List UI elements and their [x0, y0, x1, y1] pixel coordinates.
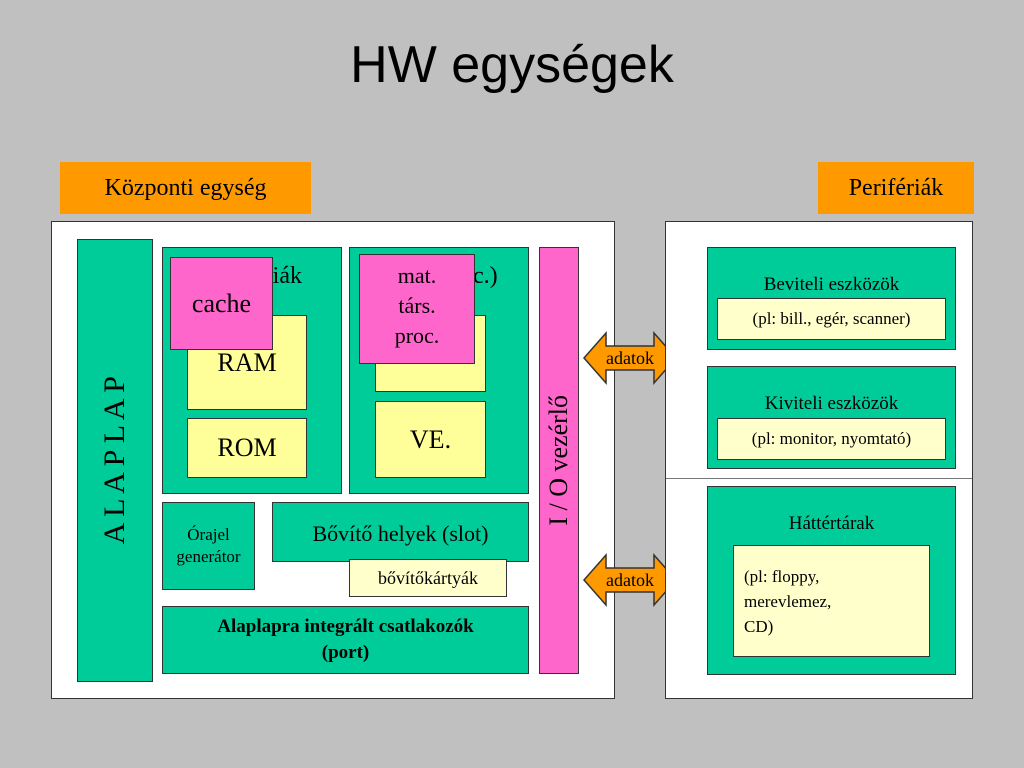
coprocessor-line: proc. — [394, 323, 440, 348]
data-arrow-top-label: adatok — [606, 347, 654, 368]
motherboard-label: A L A P L A P — [98, 376, 131, 545]
ports-line: Alaplapra integrált csatlakozók — [217, 616, 474, 637]
input-devices-title: Beviteli eszközök — [763, 274, 900, 295]
data-arrow-bottom-label: adatok — [606, 569, 654, 590]
peripherals-divider — [666, 478, 972, 479]
motherboard-bar: A L A P L A P — [77, 239, 153, 682]
output-devices-example-label: (pl: monitor, nyomtató) — [751, 429, 912, 448]
storage-title: Háttértárak — [788, 513, 875, 534]
coprocessor-line: társ. — [398, 293, 436, 318]
io-controller-bar: I / O vezérlő — [539, 247, 579, 674]
clock-generator-box: Órajel generátor — [162, 502, 255, 590]
input-devices-example: (pl: bill., egér, scanner) — [717, 298, 946, 340]
expansion-cards-label: bővítőkártyák — [378, 567, 478, 588]
storage-example-line: merevlemez, — [744, 592, 832, 611]
output-devices-title: Kiviteli eszközök — [764, 393, 899, 414]
peripherals-label: Perifériák — [818, 162, 974, 214]
expansion-slot-box: Bővítő helyek (slot) — [272, 502, 529, 562]
storage-example-line: (pl: floppy, — [744, 567, 820, 586]
coprocessor-line: mat. — [397, 263, 437, 288]
ports-line: (port) — [321, 642, 370, 663]
input-devices-example-label: (pl: bill., egér, scanner) — [752, 309, 911, 328]
storage-example-line: CD) — [744, 617, 774, 636]
storage-example: (pl: floppy, merevlemez, CD) — [733, 545, 930, 657]
clock-line: generátor — [176, 547, 241, 566]
rom-label: ROM — [217, 433, 277, 462]
coprocessor-box: mat. társ. proc. — [359, 254, 475, 364]
ram-label: RAM — [217, 347, 277, 377]
expansion-cards-box: bővítőkártyák — [349, 559, 507, 597]
integrated-ports-box: Alaplapra integrált csatlakozók (port) — [162, 606, 529, 674]
cache-box: cache — [170, 257, 273, 350]
clock-line: Órajel — [187, 525, 230, 544]
control-unit-label: VE. — [409, 424, 452, 454]
cache-label: cache — [191, 288, 252, 318]
output-devices-example: (pl: monitor, nyomtató) — [717, 418, 946, 460]
io-controller-label: I / O vezérlő — [544, 395, 573, 526]
control-unit-box: VE. — [375, 401, 486, 478]
expansion-slot-label: Bővítő helyek (slot) — [312, 521, 489, 546]
central-unit-label: Központi egység — [60, 162, 311, 214]
rom-box: ROM — [187, 418, 307, 478]
slide-title: HW egységek — [350, 36, 674, 94]
